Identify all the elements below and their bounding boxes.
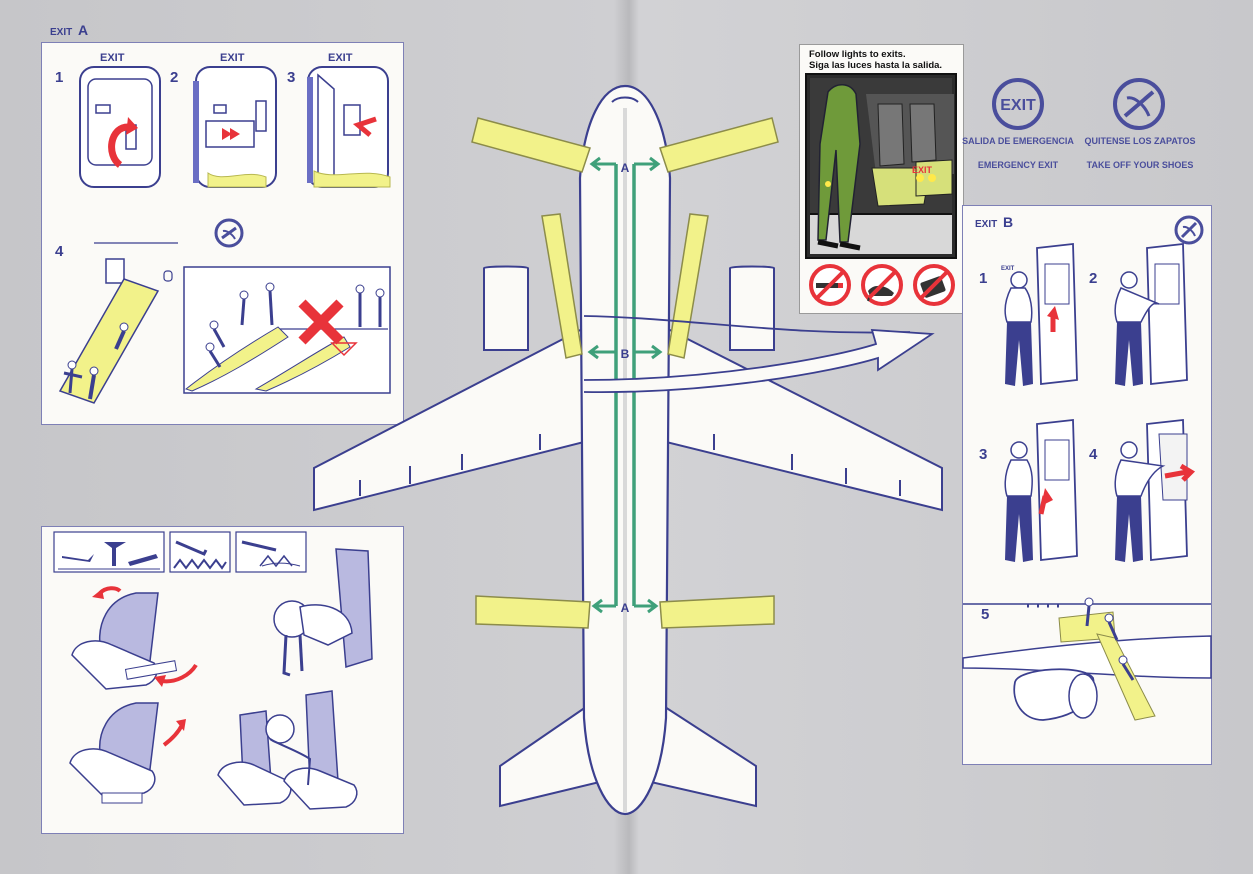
marker-front: A [621,161,630,175]
exit-b-door-label: EXIT [1001,266,1015,272]
door-1-exit-label: EXIT [100,52,125,64]
exit-b-step-4-illustration [1114,418,1196,562]
exit-a-step-2: 2 [170,69,179,86]
left-wing [313,322,593,512]
aircraft-diagram: A B A [313,84,943,816]
slide-front-right [659,117,779,173]
slide-jump-illustration [183,266,391,394]
no-baggage-icon [913,264,955,306]
exit-a-step-3: 3 [287,69,296,86]
exit-a-panel: 1 2 3 4 EXIT EXIT EXIT [41,42,404,425]
exit-b-step-1: 1 [979,270,988,287]
exit-symbol: EXIT [992,78,1044,130]
floor-exit-sign: EXIT [912,165,933,175]
marker-rear: A [621,601,630,615]
no-shoes-symbol-small [214,218,244,248]
exit-b-step-2: 2 [1089,270,1098,287]
slide-overwing-right [667,213,709,359]
exit-a-prefix: EXIT [50,27,73,38]
slide-evacuation-illustration [58,242,178,404]
exit-b-step-5: 5 [981,606,990,623]
prohibition-icons-row [809,264,955,306]
right-engine [729,265,775,351]
shoes-caption-es: QUITENSE LOS ZAPATOS [1084,136,1196,146]
brace-position-panel [41,526,404,834]
exit-b-heading: EXIT B [975,214,1013,230]
slide-rear-left [475,595,591,629]
brace-position-person [273,548,373,677]
no-high-heels-icon [861,264,903,306]
no-smoking-icon [809,264,851,306]
follow-lights-panel: Follow lights to exits. Siga las luces h… [799,44,964,314]
exit-b-step-4: 4 [1089,446,1098,463]
exit-b-step-5-illustration [962,597,1212,721]
seat-reclined-illustration [69,702,186,804]
slide-rear-right [659,595,775,629]
exit-caption-en: EMERGENCY EXIT [977,160,1059,170]
lights-text-es: Siga las luces hasta la salida. [809,60,943,71]
shoes-caption-en: TAKE OFF YOUR SHOES [1086,160,1194,170]
exit-a-heading: EXIT A [50,22,88,38]
passenger-figure [817,84,861,243]
door-1-illustration [79,66,161,188]
exit-b-step-3-illustration [1004,418,1078,562]
seat-upright-illustration [71,586,198,690]
marker-mid: B [621,347,630,361]
exit-b-step-1-illustration [1004,242,1078,386]
exit-caption-es: SALIDA DE EMERGENCIA [962,136,1074,146]
door-3-exit-label: EXIT [328,52,353,64]
exit-a-step-4: 4 [55,243,64,260]
lights-text-en: Follow lights to exits. [809,49,906,60]
slide-overwing-left [541,213,583,359]
overwing-exit-arrow [583,329,935,394]
slide-front-left [471,117,591,173]
exit-b-step-2-illustration [1114,242,1188,386]
left-engine [483,265,529,351]
exit-b-step-3: 3 [979,446,988,463]
brace-position-seat-row [217,690,358,810]
exit-b-panel: EXIT B 1 2 3 4 5 [962,205,1212,765]
exit-a-letter: A [78,22,89,38]
no-shoes-symbol-exit-b [1174,215,1204,245]
exit-b-letter: B [1003,214,1014,230]
no-shoes-symbol [1113,78,1165,130]
exit-b-prefix: EXIT [975,219,998,230]
cabin-lights-illustration [805,73,957,259]
exit-symbol-text: EXIT [1000,97,1036,114]
door-2-exit-label: EXIT [220,52,245,64]
exit-a-step-1: 1 [55,69,64,86]
scenario-icons-row [53,531,307,573]
door-3-illustration [307,66,391,188]
door-2-illustration [193,66,277,188]
